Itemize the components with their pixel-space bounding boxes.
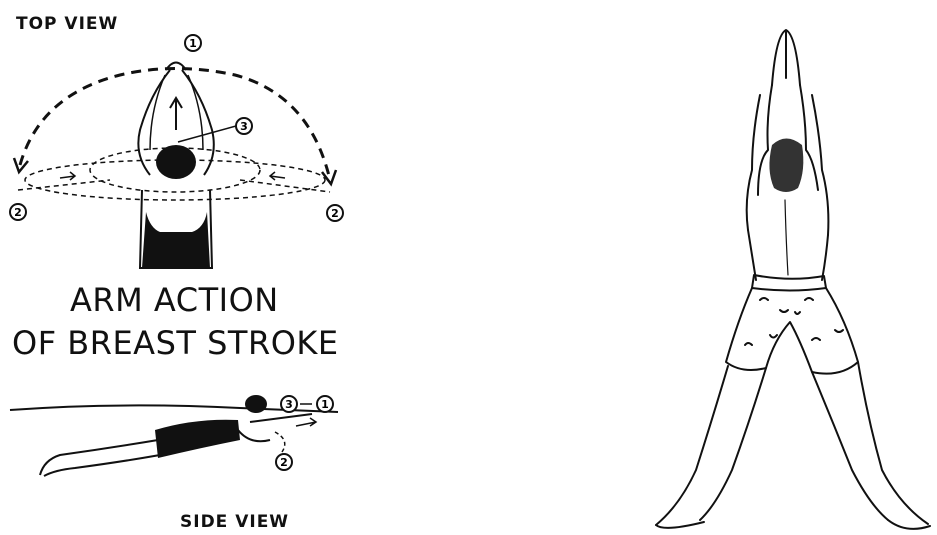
side-swimmer-head-icon [245, 395, 267, 413]
marker-top-2-right: 2 [331, 207, 339, 220]
marker-top-3: 3 [240, 120, 248, 133]
marker-top-2-left: 2 [14, 206, 22, 219]
side-swimsuit-icon [155, 420, 240, 458]
marker-side-3: 3 [285, 398, 293, 411]
marker-side-1: 1 [321, 398, 329, 411]
swimmer-head-icon [156, 145, 196, 179]
marker-side-2: 2 [280, 456, 288, 469]
standing-swimmer-head-icon [769, 139, 803, 193]
standing-swimmer-illustration [656, 30, 930, 529]
marker-top-1: 1 [189, 37, 197, 50]
swimsuit-icon [142, 212, 210, 268]
